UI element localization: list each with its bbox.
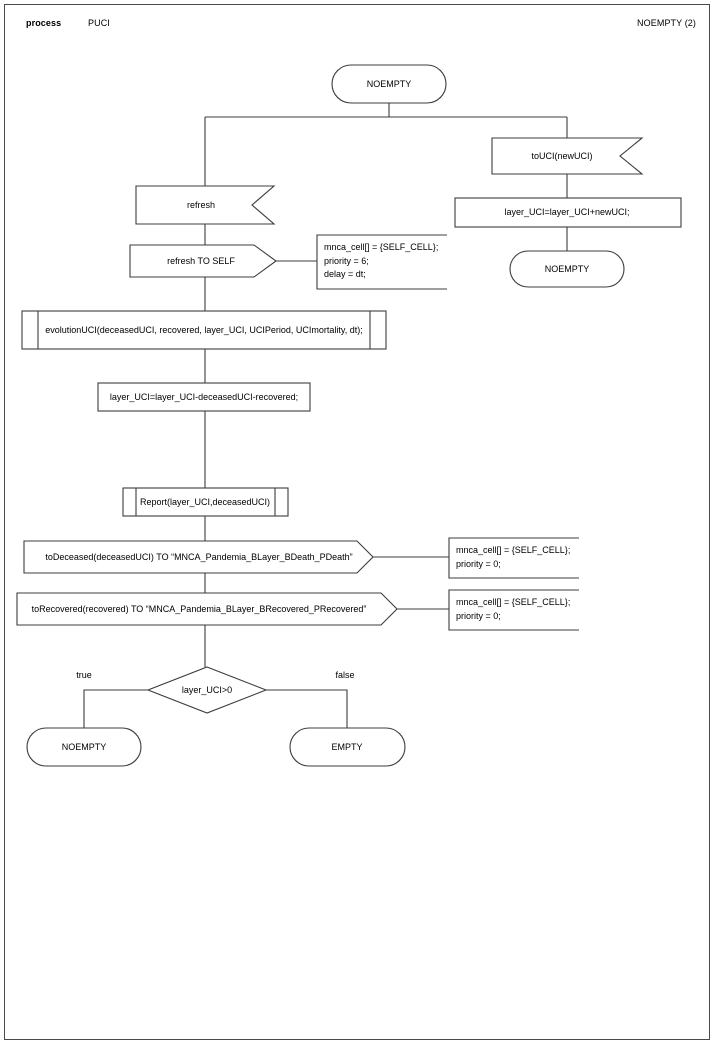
decision-layer-shape: [146, 666, 268, 714]
comment-recovered-line-2: priority = 0;: [456, 610, 501, 621]
header-process-name: PUCI: [88, 18, 110, 28]
header-process-keyword: process: [26, 18, 62, 28]
input-touci-label: toUCI(newUCI): [531, 151, 593, 161]
task-add-shape: [454, 197, 682, 228]
state-noempty-true-label: NOEMPTY: [61, 742, 107, 752]
state-start-label: NOEMPTY: [366, 79, 412, 89]
comment-refresh-line-3: delay = dt;: [324, 269, 366, 279]
state-noempty-right-shape: [509, 250, 625, 288]
connector-lines: [83, 103, 568, 728]
connector-decision-false: [266, 689, 348, 728]
task-subtract-label: layer_UCI=layer_UCI-deceasedUCI-recovere…: [109, 392, 299, 402]
procedure-evolution-label: evolutionUCI(deceasedUCI, recovered, lay…: [45, 325, 363, 335]
state-noempty-right-label: NOEMPTY: [544, 264, 590, 274]
connector-decision-true: [83, 689, 148, 728]
procedure-evolution-shape: [21, 310, 387, 350]
output-recovered-shape: [16, 592, 398, 626]
state-noempty-true-shape: [26, 727, 142, 767]
procedure-report-label: Report(layer_UCI,deceasedUCI): [139, 497, 271, 507]
output-refresh-self-shape: [129, 244, 277, 278]
comment-deceased-shape: [448, 537, 579, 579]
comment-refresh-line-1: mnca_cell[] = {SELF_CELL};: [324, 242, 439, 252]
output-recovered-label: toRecovered(recovered) TO “MNCA_Pandemia…: [31, 604, 367, 614]
input-touci-shape: [491, 137, 644, 175]
comment-deceased-line-2: priority = 0;: [456, 558, 501, 569]
decision-layer-label: layer_UCI>0: [181, 685, 233, 695]
output-refresh-self-label: refresh TO SELF: [167, 256, 235, 266]
task-add-label: layer_UCI=layer_UCI+newUCI;: [504, 207, 630, 217]
state-empty-false-shape: [289, 727, 406, 767]
comment-refresh-shape: [316, 234, 447, 290]
decision-branch-label-true: true: [76, 670, 92, 680]
page-border: [4, 4, 710, 1040]
comment-deceased-line-1: mnca_cell[] = {SELF_CELL};: [456, 545, 571, 555]
task-subtract-shape: [97, 382, 311, 412]
output-deceased-label: toDeceased(deceasedUCI) TO “MNCA_Pandemi…: [45, 552, 353, 562]
decision-branch-label-false: false: [335, 670, 355, 680]
comment-recovered-line-1: mnca_cell[] = {SELF_CELL};: [456, 597, 571, 607]
state-empty-false-label: EMPTY: [331, 742, 363, 752]
input-refresh-shape: [135, 185, 276, 225]
output-deceased-shape: [23, 540, 374, 574]
procedure-report-shape: [122, 487, 289, 517]
comment-refresh-line-2: priority = 6;: [324, 255, 369, 266]
header-page-reference: NOEMPTY (2): [637, 18, 696, 28]
input-refresh-label: refresh: [186, 200, 216, 210]
comment-recovered-shape: [448, 589, 579, 631]
state-start-shape: [331, 64, 447, 104]
